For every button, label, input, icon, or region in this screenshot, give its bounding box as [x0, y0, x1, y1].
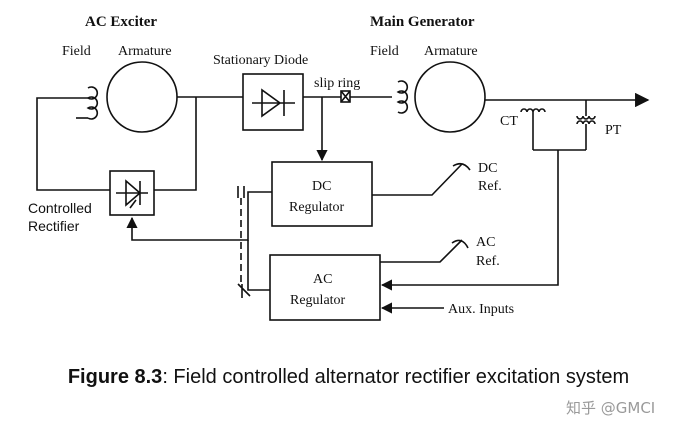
generator-field-label: Field — [370, 44, 399, 59]
figure-caption-text: : Field controlled alternator rectifier … — [162, 366, 630, 388]
generator-field-coil — [396, 80, 409, 114]
switch-contact-dc — [237, 186, 245, 198]
main-generator-label: Main Generator — [370, 14, 475, 30]
dc-regulator-box — [271, 161, 373, 227]
ac-regulator-label-1: AC — [313, 272, 332, 287]
figure-number: Figure 8.3 — [67, 366, 163, 388]
exciter-armature-circle — [106, 61, 178, 133]
ac-regulator-label-2: Regulator — [290, 293, 346, 308]
ct-coil — [520, 108, 546, 150]
pt-label: PT — [605, 123, 622, 138]
ct-label: CT — [500, 114, 518, 129]
exciter-field-coil — [86, 86, 99, 120]
controlled-rectifier-label-1: Controlled — [28, 200, 92, 216]
diode-symbol — [252, 88, 295, 118]
generator-armature-label: Armature — [424, 44, 478, 59]
dc-ref-wire — [372, 163, 463, 196]
stationary-diode-box — [242, 73, 304, 131]
ac-ref-label-1: AC — [476, 235, 495, 250]
aux-inputs-label: Aux. Inputs — [448, 302, 514, 317]
rectifier-symbol — [116, 179, 148, 209]
ac-ref-label-2: Ref. — [476, 254, 500, 269]
ac-regulator-box — [269, 254, 381, 321]
watermark: 知乎 @GMCI — [566, 399, 656, 417]
wire-regs-rectifier — [126, 191, 272, 241]
exciter-armature-label: Armature — [118, 44, 172, 59]
switch-contact-ac — [237, 283, 251, 298]
slip-ring-label: slip ring — [314, 76, 360, 91]
feedback-line — [380, 150, 559, 291]
stationary-diode-label: Stationary Diode — [213, 53, 308, 68]
ac-exciter-label: AC Exciter — [85, 14, 157, 30]
dc-ref-label-2: Ref. — [478, 179, 502, 194]
dc-regulator-label-1: DC — [312, 179, 331, 194]
wire-field-left — [36, 97, 110, 191]
controlled-rectifier-box — [109, 170, 155, 216]
exciter-field-label: Field — [62, 44, 91, 59]
wire-armature-rectifier — [154, 97, 197, 191]
pt-symbol — [576, 100, 596, 150]
controlled-rectifier-label-2: Rectifier — [28, 218, 80, 234]
dc-regulator-label-2: Regulator — [289, 200, 345, 215]
dc-ref-label-1: DC — [478, 161, 497, 176]
figure-caption: Figure 8.3: Field controlled alternator … — [0, 365, 697, 390]
ac-ref-wire — [380, 239, 463, 263]
generator-armature-circle — [414, 61, 486, 133]
